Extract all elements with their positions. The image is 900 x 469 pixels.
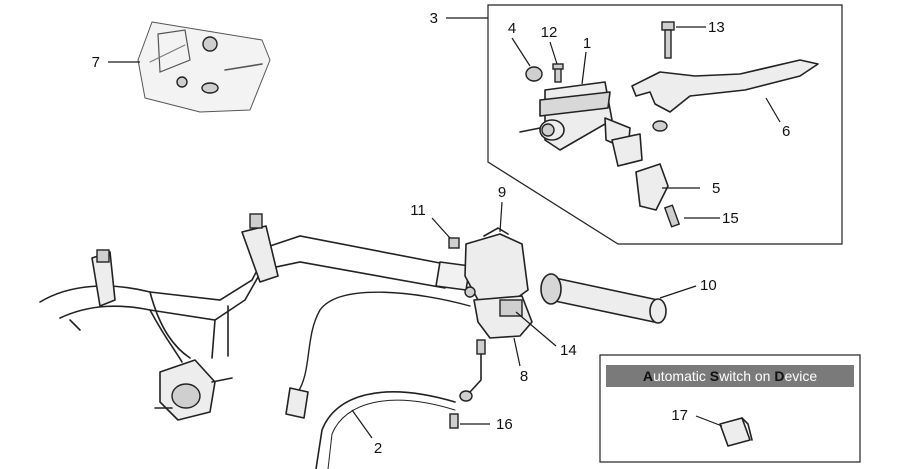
part-12-screw bbox=[552, 63, 564, 83]
callout-1: 1 bbox=[583, 35, 591, 52]
callout-12: 12 bbox=[541, 24, 558, 41]
callout-11: 11 bbox=[410, 202, 426, 219]
part-13-bolt bbox=[661, 21, 675, 59]
handlebar-mount bbox=[154, 359, 233, 421]
part-9-8-switch-housing bbox=[464, 227, 533, 339]
callout-3: 3 bbox=[430, 10, 438, 27]
callout-13: 13 bbox=[708, 19, 725, 36]
leader-lines bbox=[108, 17, 781, 439]
part-17-switch-device bbox=[719, 417, 751, 447]
callout-17: 17 bbox=[671, 407, 688, 424]
callout-5: 5 bbox=[712, 180, 720, 197]
part-11-screw bbox=[448, 237, 460, 249]
callout-6: 6 bbox=[782, 123, 790, 140]
callout-10: 10 bbox=[700, 277, 717, 294]
callout-7: 7 bbox=[92, 54, 100, 71]
handlebar-frame bbox=[39, 213, 446, 363]
callout-2: 2 bbox=[374, 440, 382, 457]
inset-frame-3 bbox=[487, 4, 843, 245]
part-4-cap bbox=[525, 66, 543, 82]
part-10-grip bbox=[540, 273, 667, 324]
callout-labels: 3 4 12 1 13 6 5 15 7 11 9 10 14 8 2 16 1… bbox=[92, 10, 791, 457]
inset-automatic-switch: Automatic Switch on Device bbox=[599, 354, 861, 463]
part-15-screw bbox=[663, 204, 681, 228]
part-2-cable bbox=[315, 391, 456, 469]
part-7-reservoir-cover bbox=[137, 21, 271, 113]
callout-14: 14 bbox=[560, 342, 577, 359]
inset-title: Automatic Switch on Device bbox=[643, 368, 818, 384]
switch-cable bbox=[297, 291, 471, 393]
part-5-clamp bbox=[611, 133, 669, 211]
callout-16: 16 bbox=[496, 416, 513, 433]
cable-connector bbox=[285, 387, 309, 419]
callout-9: 9 bbox=[498, 184, 506, 201]
lever-nut bbox=[652, 120, 668, 132]
callout-15: 15 bbox=[722, 210, 739, 227]
part-6-brake-lever bbox=[631, 59, 819, 113]
callout-4: 4 bbox=[508, 20, 516, 37]
cable-fittings bbox=[449, 339, 486, 429]
callout-8: 8 bbox=[520, 368, 528, 385]
